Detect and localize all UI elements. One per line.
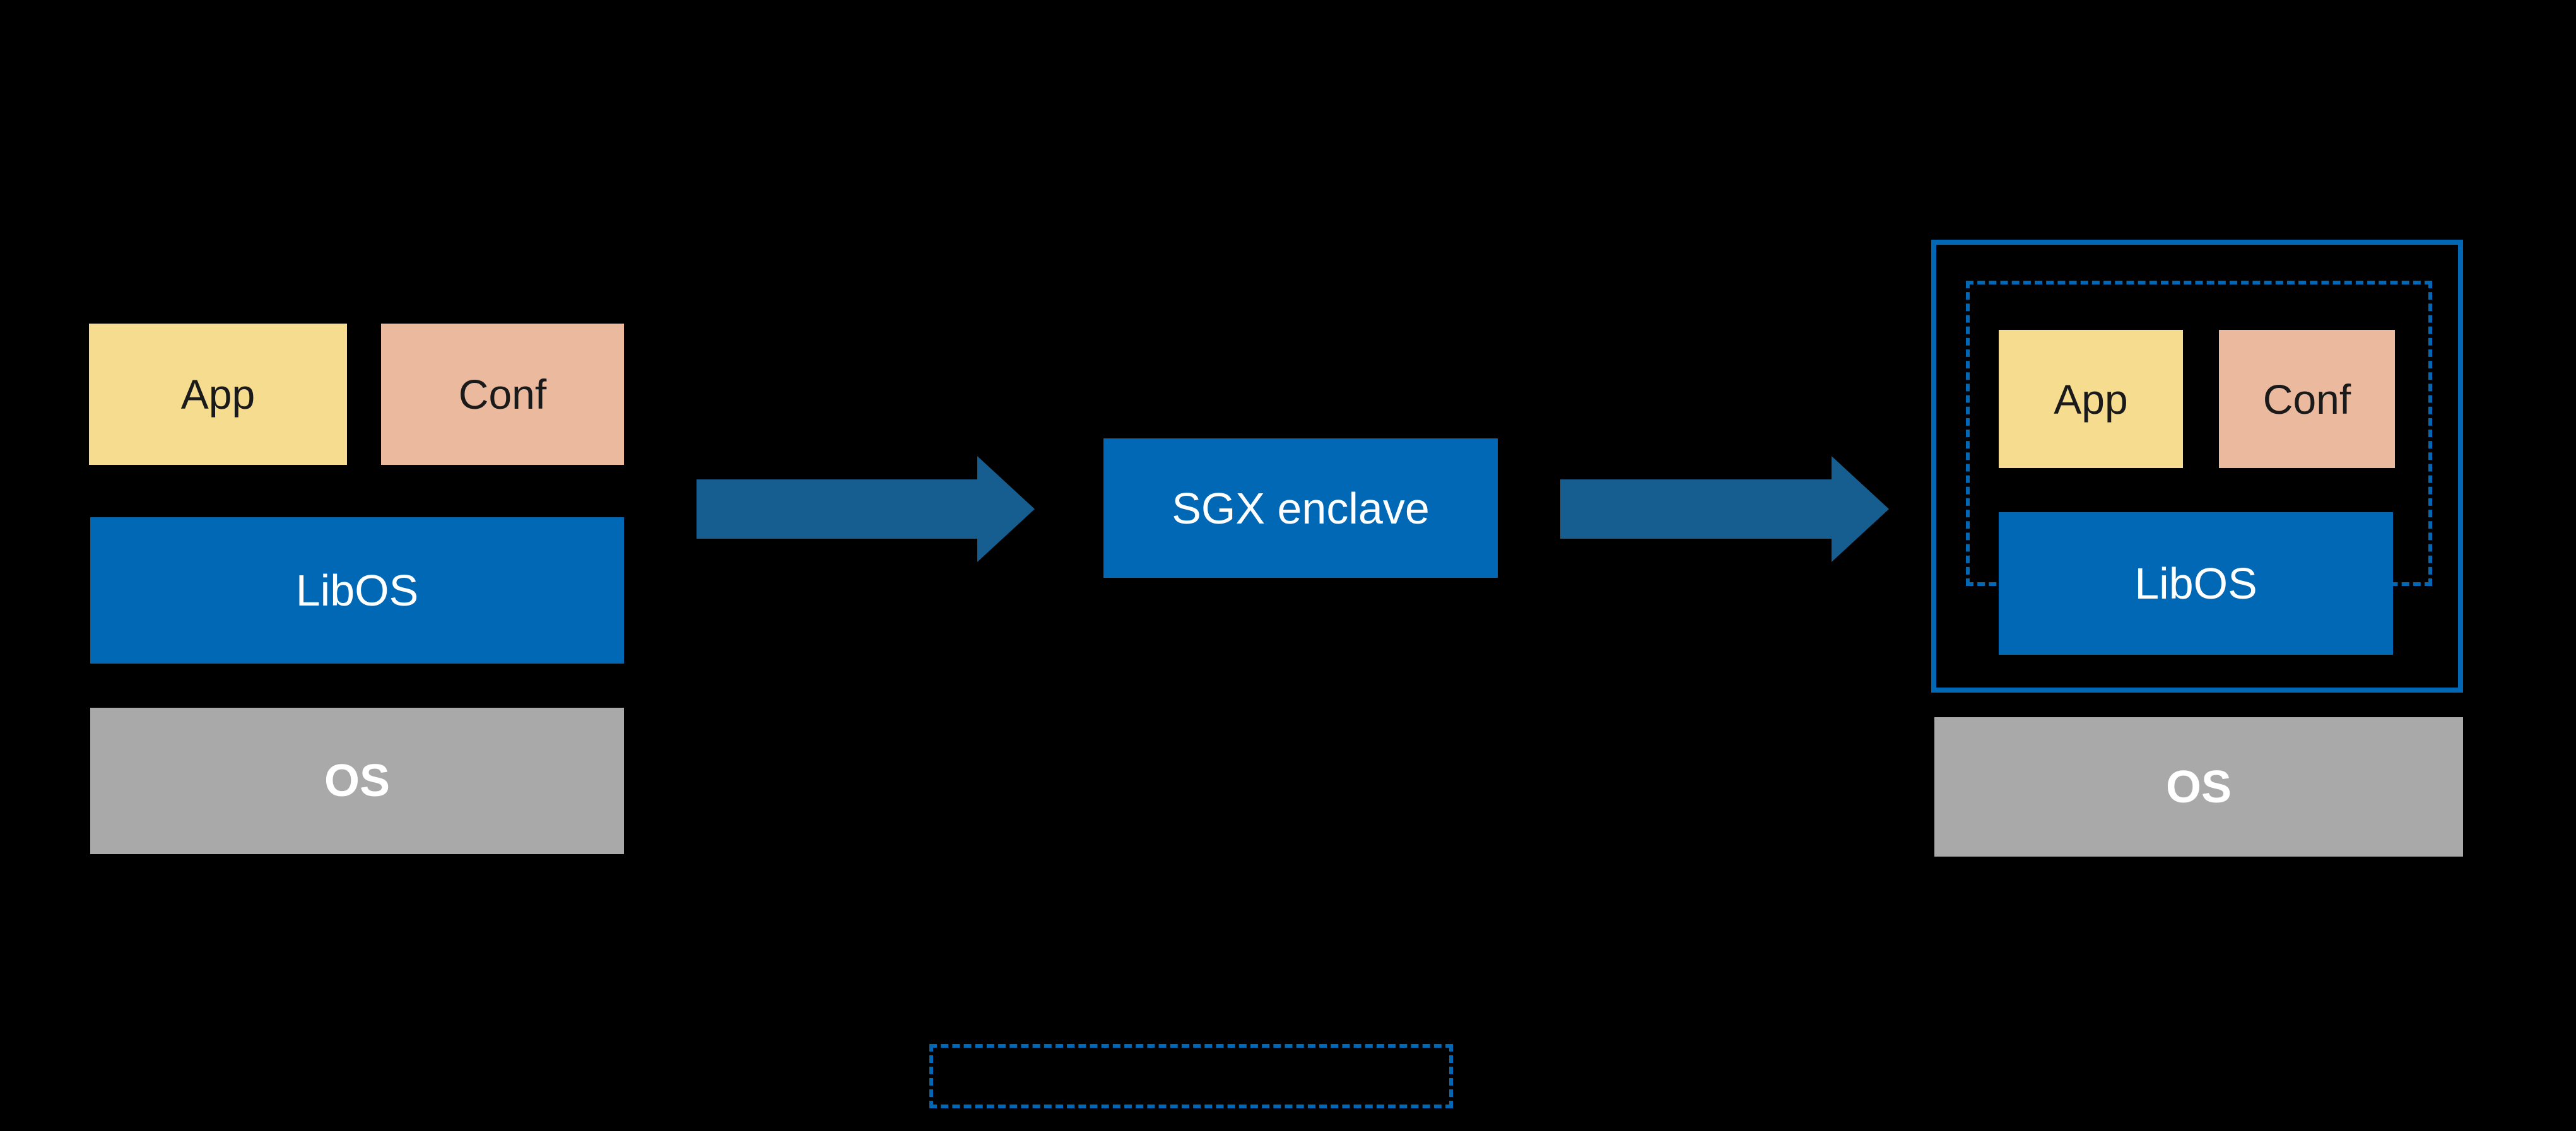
left-app-label: App (180, 371, 256, 418)
left-conf-box: Conf (381, 324, 624, 465)
arrow-body (697, 479, 977, 539)
arrow-head (977, 456, 1035, 562)
right-os-box: OS (1934, 717, 2463, 857)
sgx-enclave-label: SGX enclave (1172, 483, 1430, 533)
right-conf-box: Conf (2219, 330, 2395, 468)
right-conf-label: Conf (2262, 375, 2351, 423)
left-libos-label: LibOS (295, 566, 419, 615)
right-libos-label: LibOS (2134, 559, 2257, 608)
arrow-head (1832, 456, 1889, 562)
arrow-right-icon (1560, 456, 1889, 562)
left-os-box: OS (90, 708, 624, 854)
left-libos-box: LibOS (90, 517, 624, 664)
right-app-label: App (2054, 375, 2128, 423)
sgx-enclave-box: SGX enclave (1103, 438, 1498, 578)
right-enclave-outline (1931, 240, 2463, 693)
right-os-label: OS (2165, 761, 2232, 812)
right-libos-box: LibOS (1999, 512, 2393, 655)
left-conf-label: Conf (458, 371, 547, 418)
left-os-label: OS (324, 756, 391, 806)
left-app-box: App (89, 324, 347, 465)
arrow-right-icon (697, 456, 1035, 562)
right-app-box: App (1999, 330, 2183, 468)
legend-dashed-box (929, 1044, 1453, 1108)
arrow-body (1560, 479, 1832, 539)
